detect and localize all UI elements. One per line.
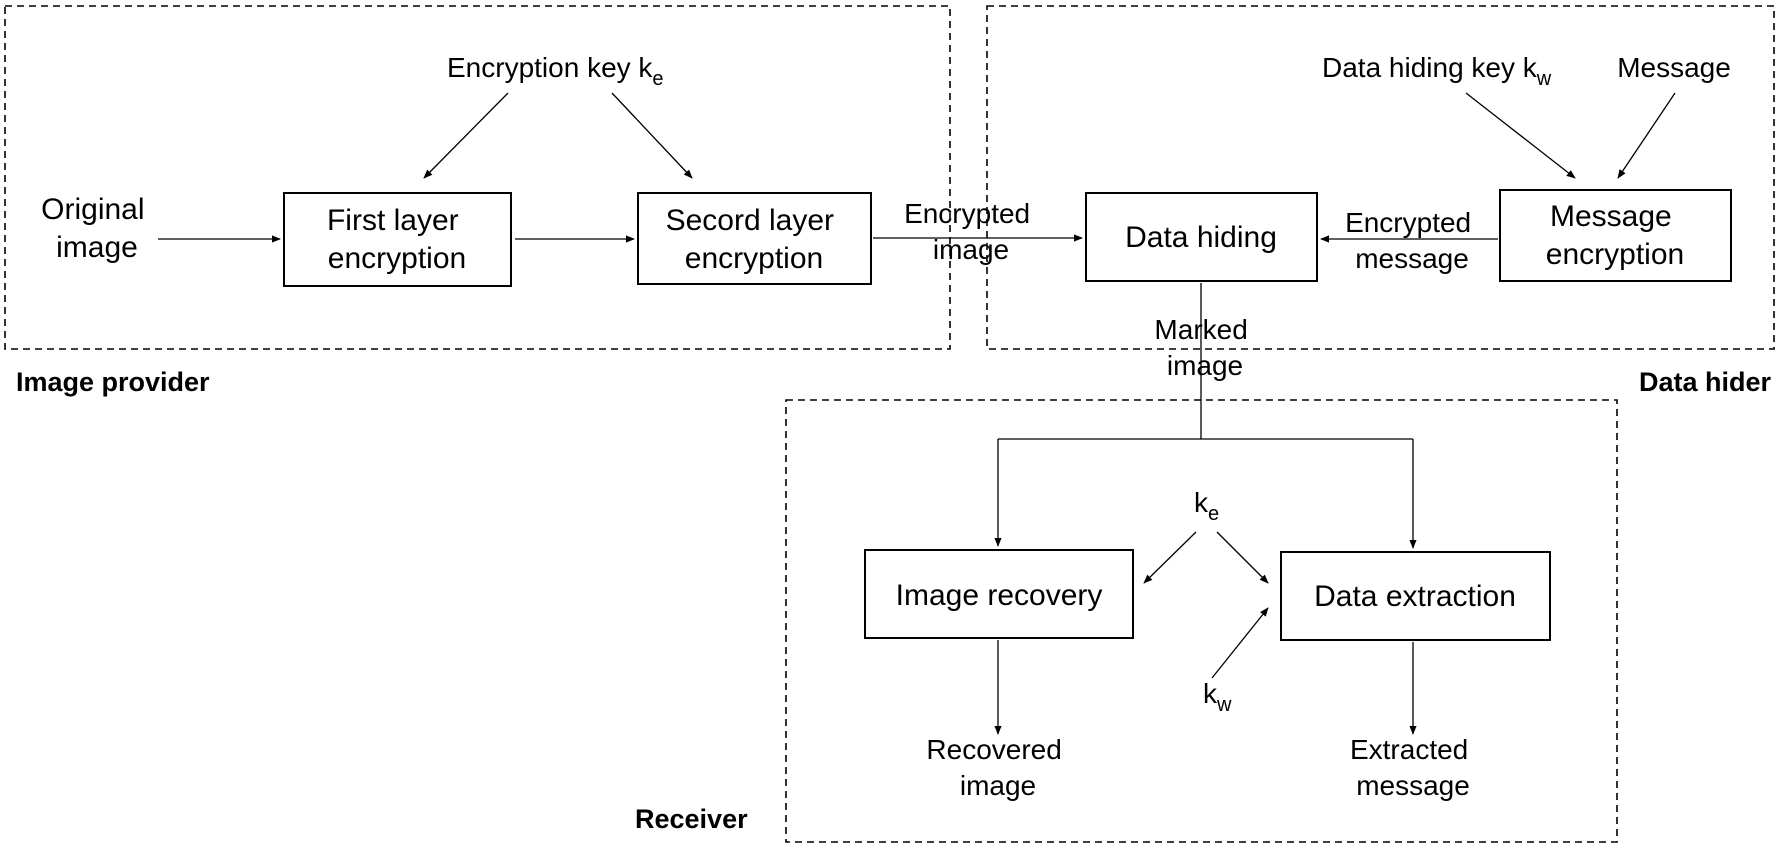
message-label: Message (1617, 52, 1731, 83)
recovered-image-label: Recovered image (926, 734, 1069, 801)
second-layer-label: Secord layer encryption (666, 204, 843, 275)
message-encryption-box (1499, 189, 1732, 282)
data-hiding-key-label: Data hiding key kw (1322, 52, 1552, 90)
ke-to-extraction-arrow (1216, 531, 1269, 584)
data-extraction-label: Data extraction (1314, 580, 1516, 613)
message-to-message-encryption-arrow (1617, 92, 1676, 179)
image-recovery-box (864, 549, 1134, 639)
first-layer-box (283, 192, 512, 287)
ke-label: ke (1194, 487, 1219, 525)
encryption-key-label: Encryption key ke (447, 52, 664, 90)
data-extraction-box (1280, 551, 1551, 641)
receiver-title: Receiver (635, 804, 748, 834)
image-provider-title: Image provider (16, 367, 210, 397)
ke-to-recovery-arrow (1143, 531, 1197, 584)
encrypted-message-label: Encrypted message (1345, 207, 1479, 274)
image-provider-region (4, 5, 951, 350)
kw-to-extraction-arrow (1211, 607, 1269, 679)
hiding-key-to-message-encryption-arrow (1465, 92, 1576, 179)
key-to-first-arrow (423, 92, 509, 179)
second-layer-box (637, 192, 872, 285)
original-image-label: Original image (41, 193, 153, 264)
marked-image-label: Marked image (1154, 314, 1255, 381)
encrypted-image-label: Encrypted image (904, 198, 1038, 265)
extracted-message-label: Extracted message (1350, 734, 1476, 801)
data-hiding-box (1085, 192, 1318, 282)
first-layer-label: First layer encryption (327, 204, 467, 275)
message-encryption-label: Message encryption (1546, 200, 1684, 271)
key-to-second-arrow (611, 92, 693, 179)
data-hiding-label: Data hiding (1125, 221, 1277, 254)
data-hider-region (986, 5, 1775, 350)
kw-label: kw (1203, 678, 1232, 716)
data-hider-title: Data hider (1639, 367, 1772, 397)
image-recovery-label: Image recovery (896, 579, 1103, 612)
